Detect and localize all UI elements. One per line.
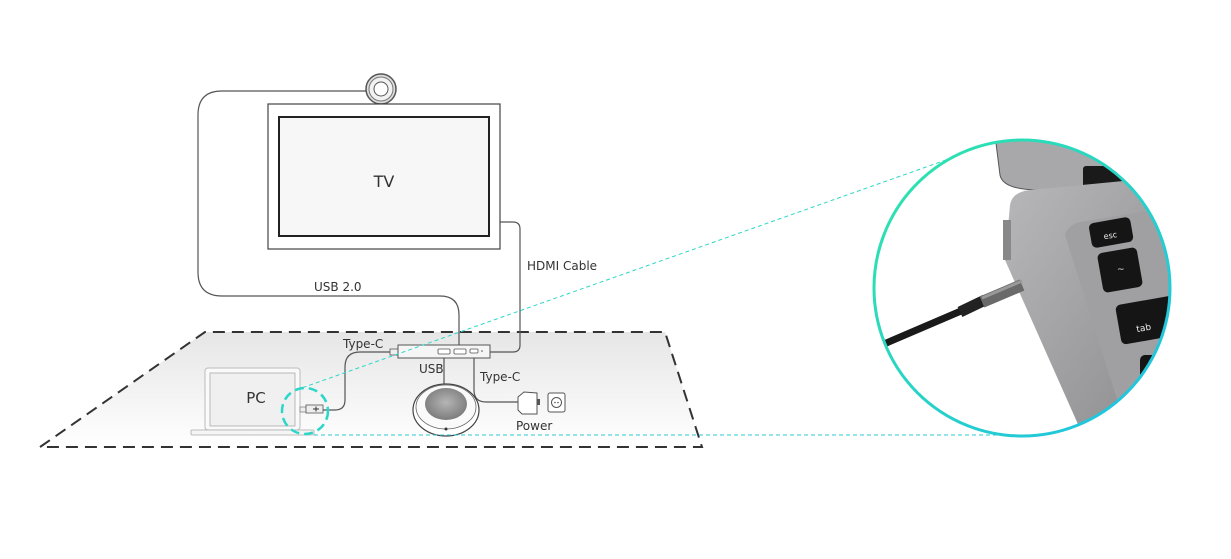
speakerphone — [412, 383, 480, 437]
tv — [267, 103, 501, 250]
typec-power-label: Type-C — [479, 370, 520, 384]
wall-outlet — [547, 392, 566, 413]
typec-pc-label: Type-C — [342, 337, 383, 351]
power-adapter — [517, 391, 540, 415]
usb2-cable — [197, 90, 460, 348]
pc-label: PC — [246, 389, 266, 407]
hdmi-cable — [488, 221, 521, 353]
typec-power-cable — [473, 358, 518, 403]
typec-pc-cable — [322, 351, 397, 411]
tilde-key-label: ~ — [1117, 265, 1125, 275]
hdmi-label: HDMI Cable — [527, 259, 597, 273]
camera — [365, 73, 397, 105]
tab-key-label: tab — [1136, 323, 1153, 335]
zoom-guide-top — [295, 154, 961, 391]
zoomed-port-detail: esc ~ tab — [872, 138, 1172, 438]
pc-laptop — [190, 367, 324, 436]
tv-label: TV — [373, 172, 395, 191]
power-label: Power — [516, 419, 552, 433]
usb2-label: USB 2.0 — [314, 280, 362, 294]
usb-speaker-label: USB — [419, 362, 444, 376]
port-highlight-ring — [280, 386, 330, 436]
esc-key-label: esc — [1103, 230, 1118, 241]
